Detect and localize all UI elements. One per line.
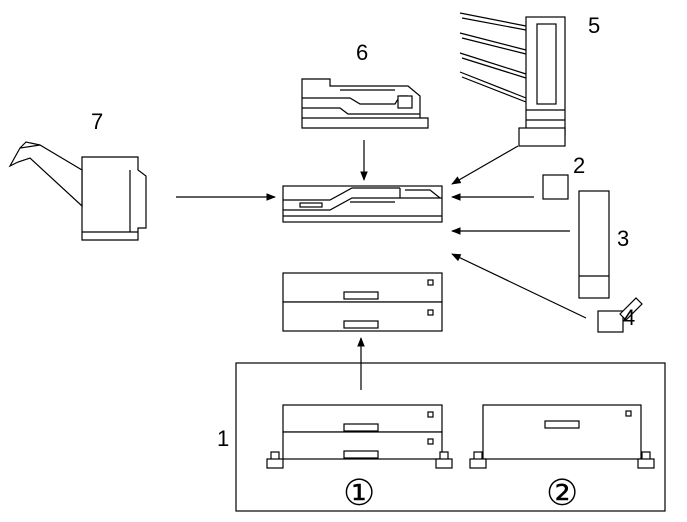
option-3-unit	[578, 190, 610, 299]
arrow-5	[451, 145, 519, 185]
option-5-mailbox	[459, 12, 566, 147]
option-2-unit	[542, 174, 569, 200]
label-4: 4	[623, 305, 635, 330]
label-6: 6	[356, 40, 368, 65]
mailbox-trays	[459, 12, 527, 103]
option-4-key-counter	[597, 297, 643, 333]
caster-left	[266, 451, 284, 469]
arrow-4	[451, 253, 587, 319]
label-7: 7	[91, 109, 103, 134]
label-2: 2	[573, 153, 585, 178]
paper-tray-unit	[282, 272, 443, 332]
option-1-variant-a	[266, 404, 453, 469]
variant-label-2: ②	[546, 472, 578, 513]
caster-right	[435, 451, 453, 469]
main-unit	[282, 185, 443, 223]
label-1: 1	[217, 426, 229, 451]
caster-right	[637, 451, 655, 469]
option-6-document-feeder	[301, 78, 429, 129]
option-1-box	[235, 362, 666, 512]
option-1-variant-b	[469, 404, 655, 469]
label-3: 3	[617, 226, 629, 251]
caster-left	[469, 451, 487, 469]
label-5: 5	[588, 13, 600, 38]
option-7-finisher	[8, 141, 147, 241]
variant-label-1: ①	[343, 472, 375, 513]
